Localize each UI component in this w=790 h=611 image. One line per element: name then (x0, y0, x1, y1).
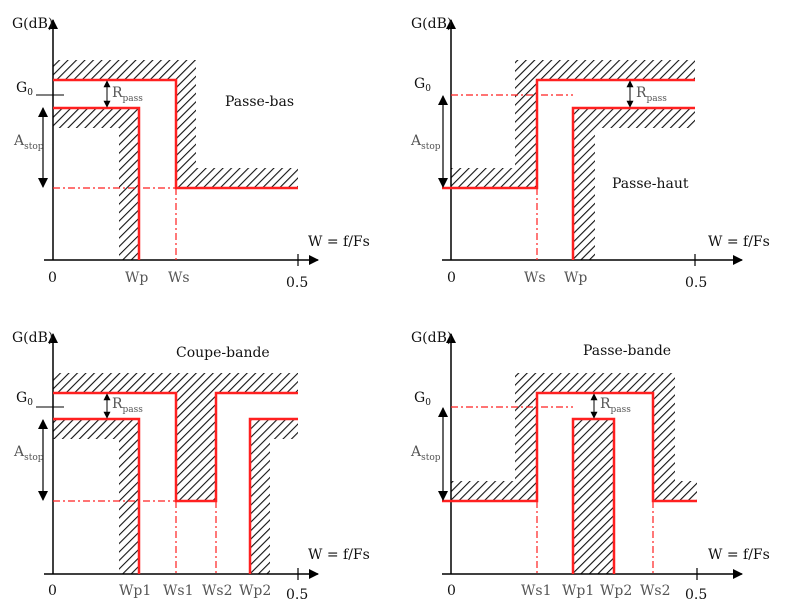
dimension-arrows (438, 393, 598, 501)
y-axis-label: G(dB) (411, 330, 452, 346)
panel-highpass: G(dB) G0 Astop Rpass Passe-haut W = f/Fs… (410, 16, 770, 291)
hatched-tolerance-zones (451, 60, 695, 260)
x-axis-label: W = f/Fs (708, 234, 770, 250)
wp2-label: Wp2 (239, 583, 271, 599)
half-freq-label: 0.5 (286, 275, 308, 291)
y-axis-label: G(dB) (411, 16, 452, 32)
dimension-arrows (36, 393, 111, 501)
template-lines (53, 78, 298, 260)
g0-label: G0 (16, 80, 33, 98)
rpass-label: Rpass (636, 85, 667, 104)
template-lines (53, 391, 298, 574)
astop-label: Astop (410, 133, 441, 152)
half-freq-label: 0.5 (685, 275, 707, 291)
y-axis-label: G(dB) (12, 330, 53, 346)
panel-title: Coupe-bande (176, 345, 270, 361)
astop-label: Astop (13, 133, 44, 152)
panel-lowpass: G(dB) G0 Astop Rpass Passe-bas W = f/Fs … (12, 16, 370, 291)
y-axis-label: G(dB) (12, 16, 53, 32)
half-freq-label: 0.5 (685, 587, 707, 603)
hatched-tolerance-zones (53, 60, 298, 260)
axes (44, 19, 319, 266)
panel-title: Passe-bande (583, 343, 671, 359)
origin-label: 0 (48, 583, 57, 599)
axes (44, 333, 319, 580)
ws-label: Ws (168, 270, 190, 286)
half-freq-label: 0.5 (286, 587, 308, 603)
wp2-label: Wp2 (600, 583, 632, 599)
panel-title: Passe-bas (225, 94, 294, 110)
astop-label: Astop (410, 444, 441, 463)
hatched-tolerance-zones (53, 373, 298, 574)
wp1-label: Wp1 (562, 583, 594, 599)
dimension-arrows (438, 80, 634, 188)
ws2-label: Ws2 (202, 583, 232, 599)
g0-label: G0 (16, 390, 33, 408)
rpass-label: Rpass (112, 396, 143, 415)
axes (442, 333, 743, 580)
hatched-tolerance-zones (451, 373, 697, 574)
wp1-label: Wp1 (119, 583, 151, 599)
panel-bandstop: G(dB) G0 Astop Rpass Coupe-bande W = f/F… (12, 330, 370, 603)
axes (442, 19, 743, 266)
ws1-label: Ws1 (521, 583, 551, 599)
x-axis-label: W = f/Fs (708, 547, 770, 563)
origin-label: 0 (447, 270, 456, 286)
x-axis-label: W = f/Fs (308, 547, 370, 563)
rpass-label: Rpass (600, 396, 631, 415)
origin-label: 0 (447, 583, 456, 599)
ws2-label: Ws2 (640, 583, 670, 599)
panel-bandpass: G(dB) G0 Astop Rpass Passe-bande W = f/F… (410, 330, 770, 603)
panel-title: Passe-haut (612, 176, 689, 192)
wp-label: Wp (125, 270, 148, 286)
dimension-arrows (36, 80, 111, 188)
origin-label: 0 (48, 270, 57, 286)
ws1-label: Ws1 (163, 583, 193, 599)
template-lines (442, 78, 695, 260)
astop-label: Astop (13, 444, 44, 463)
ws-label: Ws (524, 270, 546, 286)
x-axis-label: W = f/Fs (308, 234, 370, 250)
g0-label: G0 (414, 390, 431, 408)
rpass-label: Rpass (112, 85, 143, 104)
g0-label: G0 (414, 76, 431, 94)
template-lines (442, 391, 697, 574)
wp-label: Wp (564, 270, 587, 286)
